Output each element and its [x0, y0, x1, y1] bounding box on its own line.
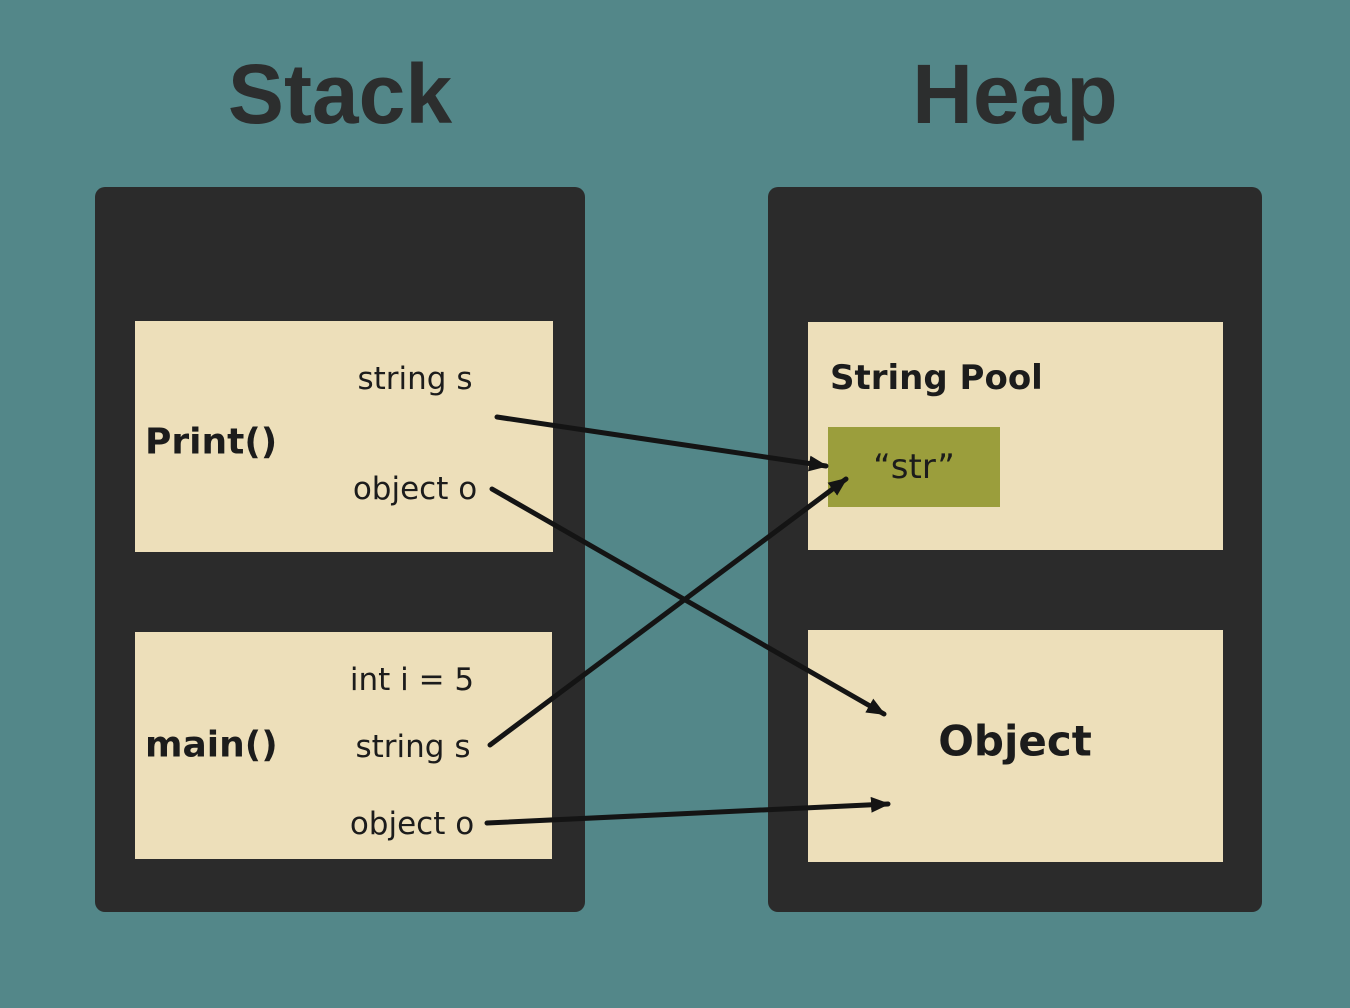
- main-frame-label: main(): [145, 724, 278, 766]
- string-literal-box: “str”: [828, 427, 1000, 507]
- main-var-object-o: object o: [349, 806, 475, 842]
- stack-frame-main: int i = 5 main() string s object o: [135, 632, 552, 859]
- heap-object: Object: [808, 630, 1223, 862]
- main-var-string-s: string s: [355, 729, 471, 765]
- print-frame-label: Print(): [145, 421, 278, 463]
- main-var-int-i: int i = 5: [349, 662, 475, 698]
- object-label: Object: [938, 716, 1092, 766]
- print-var-object-o: object o: [352, 471, 478, 507]
- string-pool-label: String Pool: [830, 358, 1043, 398]
- stack-frame-print: string s Print() object o: [135, 321, 553, 552]
- heap-title: Heap: [912, 47, 1118, 141]
- string-literal-text: “str”: [873, 447, 955, 487]
- print-var-string-s: string s: [357, 361, 473, 397]
- stack-title: Stack: [227, 47, 453, 141]
- heap-string-pool: String Pool “str”: [808, 322, 1223, 550]
